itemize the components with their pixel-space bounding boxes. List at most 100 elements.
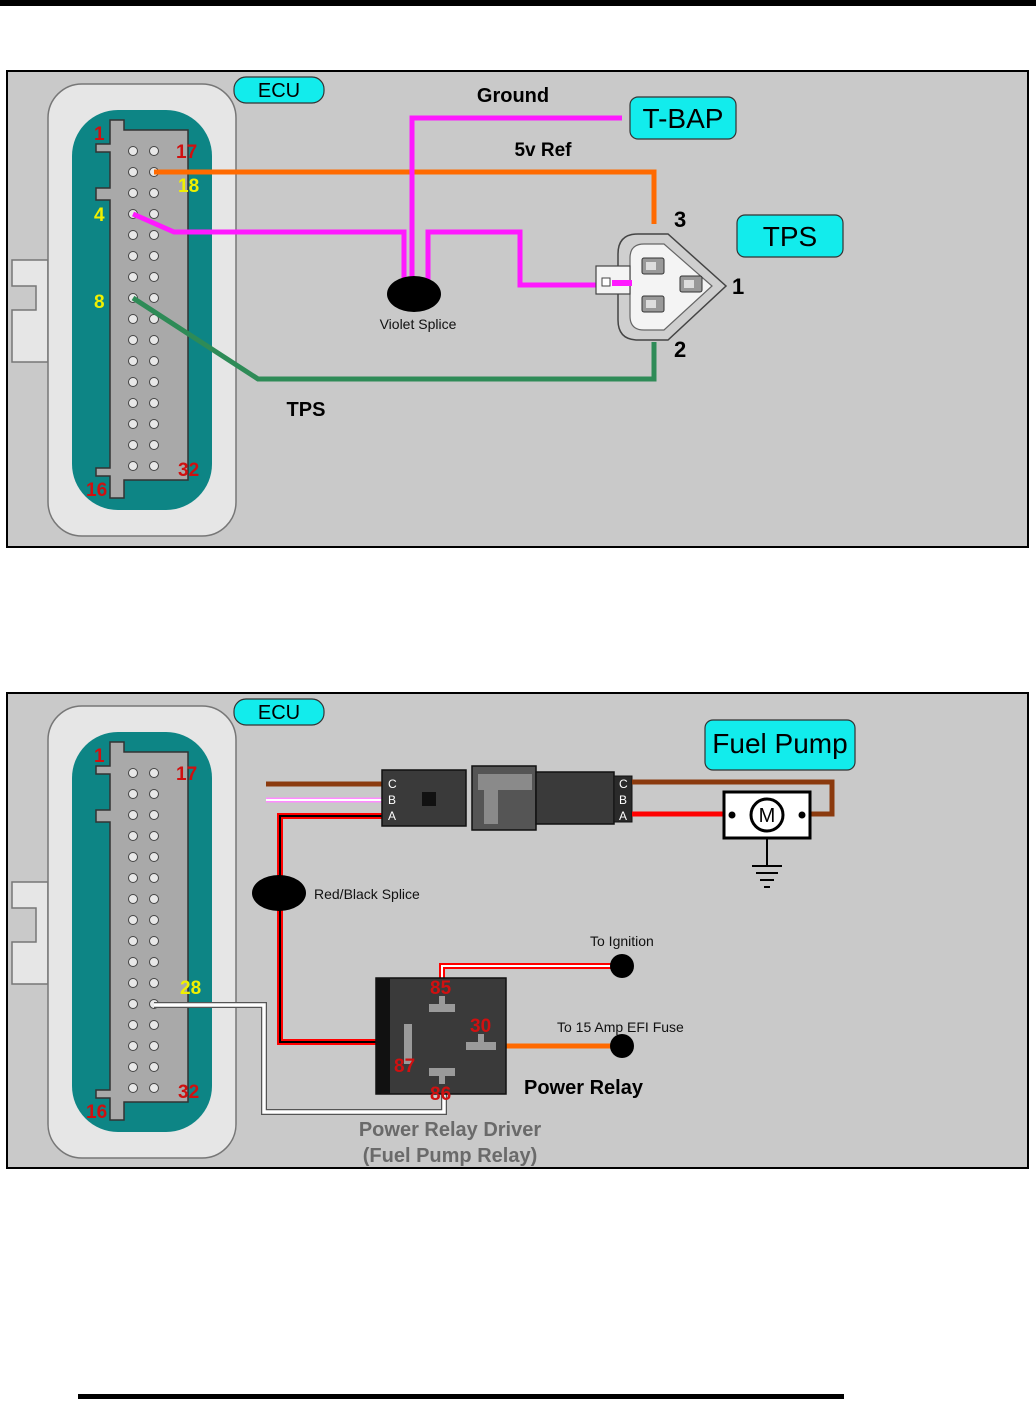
harness-connector bbox=[381, 765, 633, 831]
wire-brown-to-pump bbox=[632, 779, 835, 817]
ecu-pin-socket bbox=[149, 419, 159, 429]
ecu-pin-socket bbox=[128, 398, 138, 408]
ground-wire-label: Ground bbox=[477, 85, 549, 107]
pin-number-16: 16 bbox=[86, 480, 107, 501]
wire-tps-green bbox=[131, 295, 657, 382]
ecu-pin-socket bbox=[149, 440, 159, 450]
ecu-pin-socket bbox=[128, 852, 138, 862]
to-fuse-label: To 15 Amp EFI Fuse bbox=[557, 1019, 684, 1035]
pin-number-16: 16 bbox=[86, 1102, 107, 1123]
tps-terminal-3: 3 bbox=[674, 207, 686, 232]
wire-red-black-stripe bbox=[279, 815, 384, 1043]
power-relay-driver-label: Power Relay Driver bbox=[359, 1119, 542, 1141]
ecu-pin-socket bbox=[128, 1083, 138, 1093]
motor-symbol: M bbox=[759, 805, 776, 827]
ecu-mounting-tab bbox=[11, 881, 49, 985]
tps-wiring-svg: ECU 1 17 18 4 8 32 16 Violet Splice Grou… bbox=[11, 76, 844, 537]
ecu-pin-socket bbox=[128, 873, 138, 883]
fuel-pump-callout bbox=[704, 719, 856, 771]
relay-terminal-86: 86 bbox=[430, 1084, 451, 1105]
5v-ref-wire-label: 5v Ref bbox=[514, 140, 572, 161]
pin-number-17: 17 bbox=[176, 142, 197, 163]
connector-right-pin-b: B bbox=[619, 793, 627, 807]
ecu-pin-socket bbox=[149, 209, 159, 219]
ecu-pin-socket bbox=[128, 894, 138, 904]
ecu-pin-socket bbox=[149, 146, 159, 156]
ecu-pin-socket bbox=[128, 957, 138, 967]
violet-splice bbox=[387, 276, 441, 312]
red-black-splice bbox=[252, 875, 306, 911]
pin-number-17: 17 bbox=[176, 764, 197, 785]
fuel-pump-relay-label: (Fuel Pump Relay) bbox=[363, 1145, 537, 1167]
connector-left-pin-b: B bbox=[388, 793, 396, 807]
ecu-pin-socket bbox=[128, 915, 138, 925]
ecu-pin-socket bbox=[128, 272, 138, 282]
ecu-pin-socket bbox=[128, 188, 138, 198]
ecu-pin-socket bbox=[128, 419, 138, 429]
ecu-pin-socket bbox=[128, 377, 138, 387]
ecu-pin-socket bbox=[149, 356, 159, 366]
fuse-terminal bbox=[610, 1034, 634, 1058]
wire-ground-magenta bbox=[409, 115, 622, 290]
ecu-pin-socket bbox=[149, 852, 159, 862]
tps-callout bbox=[736, 214, 844, 258]
ecu-pin-socket bbox=[128, 1062, 138, 1072]
pin-number-28: 28 bbox=[180, 978, 201, 999]
tbap-callout bbox=[629, 96, 737, 140]
fuel-pump-relay-svg: ECU 1 17 28 32 16 Red/Black Splice C B A… bbox=[11, 698, 856, 1167]
ecu-pin-socket bbox=[149, 461, 159, 471]
ecu-pin-socket bbox=[149, 1062, 159, 1072]
ecu-pin-socket bbox=[128, 789, 138, 799]
fuel-pump-motor bbox=[722, 790, 812, 888]
ecu-pin-socket bbox=[128, 251, 138, 261]
top-rule bbox=[0, 0, 1036, 6]
ecu-pin-socket bbox=[149, 272, 159, 282]
ecu-pin-socket bbox=[128, 440, 138, 450]
ecu-pin-socket bbox=[128, 1020, 138, 1030]
tps-terminal-2: 2 bbox=[674, 337, 686, 362]
tps-wiring-diagram: ECU 1 17 18 4 8 32 16 Violet Splice Grou… bbox=[6, 70, 1029, 548]
ecu-mounting-tab bbox=[11, 259, 49, 363]
ecu-pin-socket bbox=[149, 768, 159, 778]
ecu-pin-socket bbox=[149, 398, 159, 408]
connector-right-pin-a: A bbox=[619, 809, 627, 823]
pin-number-1: 1 bbox=[94, 746, 105, 767]
wire-tps-signal-magenta bbox=[425, 229, 602, 290]
ecu-pin-socket bbox=[149, 831, 159, 841]
ecu-pin-socket bbox=[149, 1083, 159, 1093]
violet-splice-label: Violet Splice bbox=[380, 316, 457, 332]
connector-left-pin-c: C bbox=[388, 777, 397, 791]
wire-5v-ref-orange bbox=[154, 169, 657, 224]
ecu-pin-socket bbox=[149, 377, 159, 387]
ecu-pin-socket bbox=[149, 789, 159, 799]
ecu-pin-socket bbox=[149, 251, 159, 261]
fuel-pump-label: Fuel Pump bbox=[712, 728, 847, 759]
ecu-label: ECU bbox=[258, 80, 300, 102]
red-black-splice-label: Red/Black Splice bbox=[314, 886, 420, 902]
power-relay bbox=[375, 977, 507, 1095]
ecu-pin-socket bbox=[128, 768, 138, 778]
wire-to-ignition-stripe bbox=[441, 965, 622, 980]
relay-terminal-30: 30 bbox=[470, 1016, 491, 1037]
ecu-label: ECU bbox=[258, 702, 300, 724]
connector-right-pin-c: C bbox=[619, 777, 628, 791]
ecu-pin-block bbox=[95, 119, 189, 499]
tps-connector bbox=[595, 233, 728, 341]
ecu-pin-socket bbox=[149, 230, 159, 240]
ecu-pin-socket bbox=[128, 356, 138, 366]
ecu-pin-socket bbox=[149, 894, 159, 904]
ecu-pin-socket bbox=[149, 188, 159, 198]
ecu-pin-socket bbox=[149, 936, 159, 946]
ecu-pin-socket bbox=[149, 293, 159, 303]
pin-number-4: 4 bbox=[94, 205, 105, 226]
pin-number-32: 32 bbox=[178, 460, 199, 481]
tps-wire-label: TPS bbox=[287, 399, 326, 421]
tbap-label: T-BAP bbox=[643, 103, 724, 134]
connector-left-pin-a: A bbox=[388, 809, 396, 823]
ecu-pin-socket bbox=[128, 461, 138, 471]
ecu-pin-socket bbox=[128, 230, 138, 240]
ecu-pin-socket bbox=[149, 978, 159, 988]
ecu-pin-socket bbox=[128, 335, 138, 345]
ecu-callout bbox=[233, 698, 325, 726]
to-ignition-label: To Ignition bbox=[590, 933, 654, 949]
